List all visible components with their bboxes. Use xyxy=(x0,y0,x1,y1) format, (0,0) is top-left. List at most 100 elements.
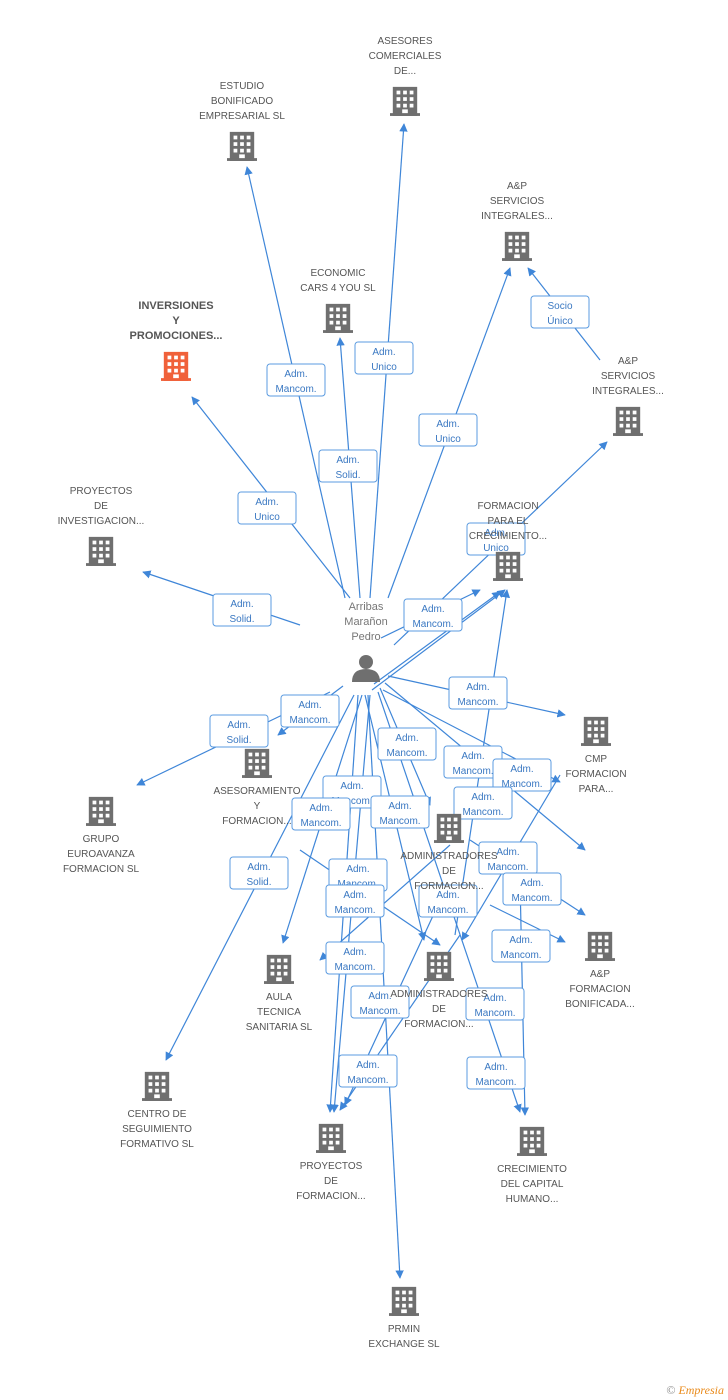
building-icon xyxy=(227,131,257,161)
badge-text: Mancom. xyxy=(474,1008,515,1019)
building-icon xyxy=(493,551,523,581)
relation-badge[interactable]: Adm.Mancom. xyxy=(448,676,508,710)
relation-badge[interactable]: Adm.Mancom. xyxy=(370,795,430,829)
company-node-proyinv[interactable]: PROYECTOSDEINVESTIGACION... xyxy=(58,486,145,566)
company-name-text: A&P xyxy=(618,356,638,367)
company-node-admin2[interactable]: ADMINISTRADORESDEFORMACION... xyxy=(390,951,488,1030)
relation-badge[interactable]: Adm.Mancom. xyxy=(492,758,552,792)
company-name-text: ASESORAMIENTO xyxy=(213,786,300,797)
relation-badge[interactable]: Adm.Mancom. xyxy=(325,884,385,918)
relation-edge xyxy=(373,591,501,685)
company-node-apbon[interactable]: A&PFORMACIONBONIFICADA... xyxy=(565,931,635,1010)
badge-text: Mancom. xyxy=(462,807,503,818)
company-node-inversiones[interactable]: INVERSIONESYPROMOCIONES... xyxy=(130,300,223,381)
footer-brand: © Empresia xyxy=(666,1383,724,1398)
relation-badge[interactable]: Adm.Mancom. xyxy=(465,987,525,1021)
company-name-text: ASESORES xyxy=(377,36,432,47)
badge-text: Adm. xyxy=(298,700,321,711)
company-node-asesoramiento[interactable]: ASESORAMIENTOYFORMACION... xyxy=(213,748,301,827)
relation-badge[interactable]: Adm. Mancom. xyxy=(350,985,410,1019)
badge-text: Mancom. xyxy=(386,748,427,759)
badge-text: Unico xyxy=(483,543,509,554)
badge-text: Socio xyxy=(547,301,572,312)
badge-text: Adm. xyxy=(395,733,418,744)
badge-text: Unico xyxy=(254,512,280,523)
company-node-asesores[interactable]: ASESORESCOMERCIALESDE... xyxy=(369,36,442,116)
relation-badge[interactable]: Adm.Solid. xyxy=(318,449,378,483)
company-name-text: CENTRO DE xyxy=(128,1109,187,1120)
company-name-text: PARA EL xyxy=(488,516,529,527)
company-node-proyform[interactable]: PROYECTOSDEFORMACION... xyxy=(296,1123,366,1202)
badge-text: Único xyxy=(547,314,573,327)
badge-text: Adm. xyxy=(356,1060,379,1071)
relation-badge[interactable]: Adm.Mancom. xyxy=(453,786,513,820)
relation-edge xyxy=(319,844,451,961)
relation-badge[interactable]: Adm.Mancom. xyxy=(491,929,551,963)
relation-badge[interactable]: Adm.Mancom. xyxy=(502,872,562,906)
relation-badge[interactable]: Adm.Unico xyxy=(354,341,414,375)
badge-text: Adm. xyxy=(255,497,278,508)
company-name-text: INTEGRALES... xyxy=(592,386,664,397)
badge-text: Adm. xyxy=(421,604,444,615)
badge-text: Mancom. xyxy=(511,893,552,904)
company-name-text: Y xyxy=(254,801,261,812)
relation-badge[interactable]: Adm.Mancom. xyxy=(291,797,351,831)
relation-badge[interactable]: Adm. Mancom. xyxy=(377,727,437,761)
company-name-text: DEL CAPITAL xyxy=(501,1179,564,1190)
building-icon xyxy=(389,1286,419,1316)
company-name-text: INTEGRALES... xyxy=(481,211,553,222)
company-name-text: FORMATIVO SL xyxy=(120,1139,194,1150)
company-name-text: BONIFICADO xyxy=(211,96,273,107)
person-name-text: Arribas xyxy=(349,601,384,613)
company-node-cmp[interactable]: CMPFORMACIONPARA... xyxy=(565,716,627,795)
relation-badge[interactable]: Adm.Mancom. xyxy=(418,884,478,918)
badge-text: Mancom. xyxy=(275,384,316,395)
badge-text: Adm. xyxy=(343,890,366,901)
relation-edge xyxy=(489,904,566,943)
relation-badge[interactable]: Adm.Solid. xyxy=(209,714,269,748)
relation-badge[interactable]: Adm.Unico xyxy=(418,413,478,447)
badge-text: Adm. xyxy=(436,890,459,901)
company-name-text: CARS 4 YOU SL xyxy=(300,283,376,294)
badge-text: Adm. xyxy=(336,455,359,466)
company-name-text: INVERSIONES xyxy=(138,300,213,312)
company-node-ap2[interactable]: A&PSERVICIOSINTEGRALES... xyxy=(592,356,664,436)
company-name-text: COMERCIALES xyxy=(369,51,442,62)
badge-text: Mancom. xyxy=(452,766,493,777)
relation-badge[interactable]: Adm.Mancom. xyxy=(266,363,326,397)
relation-badge[interactable]: Adm.Mancom. xyxy=(338,1054,398,1088)
company-node-admin1[interactable]: ADMINISTRADORESDEFORMACION... xyxy=(400,813,498,892)
relation-badge[interactable]: Adm.Mancom. xyxy=(478,841,538,875)
badge-text: Adm. xyxy=(309,803,332,814)
relation-badge[interactable]: Adm.Mancom. xyxy=(466,1056,526,1090)
badge-text: Unico xyxy=(435,434,461,445)
company-name-text: CMP xyxy=(585,754,608,765)
building-icon xyxy=(613,406,643,436)
relation-badge[interactable]: Adm. Unico xyxy=(237,491,297,525)
brand-logo[interactable]: Empresia xyxy=(678,1383,724,1397)
badge-text: Adm. xyxy=(230,599,253,610)
relation-badge[interactable]: Adm.Solid. xyxy=(229,856,289,890)
relation-badge[interactable]: Adm.Mancom. xyxy=(280,694,340,728)
relation-badge[interactable]: Adm.Mancom. xyxy=(325,941,385,975)
nodes-layer: ASESORESCOMERCIALESDE...ESTUDIOBONIFICAD… xyxy=(58,36,664,1350)
relation-badge[interactable]: Adm.Mancom. xyxy=(403,598,463,632)
company-name-text: EUROAVANZA xyxy=(67,849,135,860)
company-node-prmin[interactable]: PRMIN EXCHANGE SL xyxy=(368,1286,440,1350)
company-node-ap1[interactable]: A&PSERVICIOSINTEGRALES... xyxy=(481,181,553,261)
company-name-text: PRMIN xyxy=(388,1324,420,1335)
badge-text: Mancom. xyxy=(359,1006,400,1017)
relation-badge[interactable]: Adm.Solid. xyxy=(212,593,272,627)
building-icon xyxy=(581,716,611,746)
company-name-text: EXCHANGE SL xyxy=(368,1339,440,1350)
badge-text: Adm. xyxy=(368,991,391,1002)
